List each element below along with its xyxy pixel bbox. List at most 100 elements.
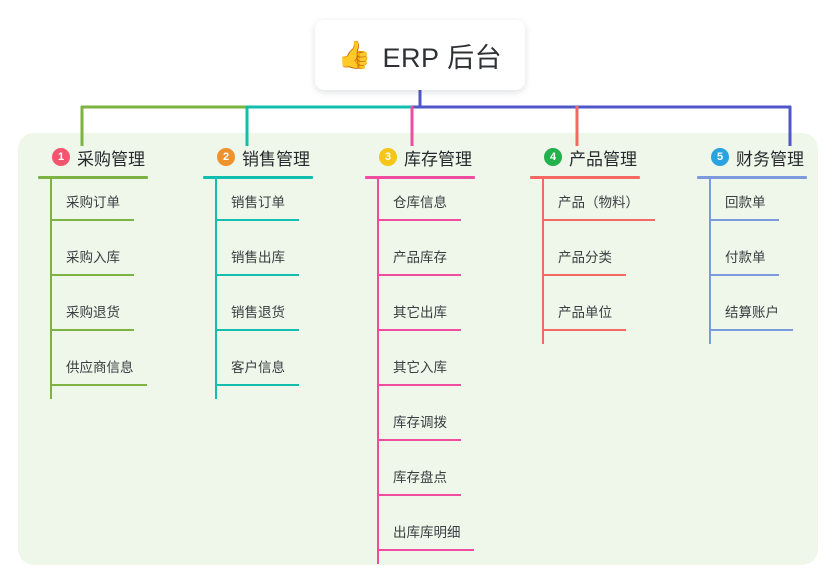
branch-header-4[interactable]: 4 产品管理 — [530, 145, 640, 169]
leaf-underline — [50, 329, 134, 331]
leaf-underline — [215, 384, 299, 386]
leaf-underline — [50, 384, 147, 386]
branch-title: 产品管理 — [569, 149, 637, 169]
branch-spine — [709, 179, 711, 344]
branch-header-3[interactable]: 3 库存管理 — [365, 145, 475, 169]
branch-header-5[interactable]: 5 财务管理 — [697, 145, 807, 169]
leaf-label: 其它出库 — [393, 305, 447, 320]
leaf-underline — [709, 329, 793, 331]
root-node[interactable]: 👍 ERP 后台 — [315, 20, 525, 90]
leaf-label: 客户信息 — [231, 360, 285, 375]
branch-number-badge: 1 — [52, 148, 70, 166]
leaf-node[interactable]: 结算账户 — [697, 289, 807, 344]
branch-panel-background — [18, 133, 818, 565]
thumbs-up-icon: 👍 — [337, 39, 372, 70]
branch-item-list: 销售订单销售出库销售退货客户信息 — [203, 179, 313, 399]
branch-item-list: 回款单付款单结算账户 — [697, 179, 807, 344]
branch-number-badge: 3 — [379, 148, 397, 166]
branch-number-badge: 5 — [711, 148, 729, 166]
leaf-underline — [377, 219, 461, 221]
leaf-label: 产品单位 — [558, 305, 612, 320]
leaf-underline — [709, 219, 779, 221]
branch-underline — [203, 176, 313, 179]
leaf-underline — [215, 274, 299, 276]
leaf-node[interactable]: 销售退货 — [203, 289, 313, 344]
leaf-underline — [709, 274, 779, 276]
leaf-label: 仓库信息 — [393, 195, 447, 210]
branch-title: 财务管理 — [736, 149, 804, 169]
branch-item-list: 采购订单采购入库采购退货供应商信息 — [38, 179, 148, 399]
leaf-node[interactable]: 销售出库 — [203, 234, 313, 289]
leaf-label: 采购入库 — [66, 250, 120, 265]
branch-title: 采购管理 — [77, 149, 145, 169]
leaf-underline — [542, 219, 655, 221]
branch-spine — [377, 179, 379, 564]
branch-underline — [38, 176, 148, 179]
branch-underline — [365, 176, 475, 179]
leaf-node[interactable]: 仓库信息 — [365, 179, 475, 234]
branch-item-list: 产品（物料） 产品分类产品单位 — [530, 179, 655, 344]
leaf-label: 供应商信息 — [66, 360, 134, 375]
leaf-node[interactable]: 产品单位 — [530, 289, 640, 344]
leaf-node[interactable]: 产品（物料） — [530, 179, 655, 234]
leaf-label: 产品库存 — [393, 250, 447, 265]
leaf-label: 采购退货 — [66, 305, 120, 320]
leaf-label: 产品分类 — [558, 250, 612, 265]
leaf-node[interactable]: 付款单 — [697, 234, 807, 289]
branch-header-1[interactable]: 1 采购管理 — [38, 145, 148, 169]
leaf-node[interactable]: 采购订单 — [38, 179, 148, 234]
branch-column-5: 5 财务管理回款单付款单结算账户 — [697, 145, 807, 344]
branch-underline — [697, 176, 807, 179]
branch-spine — [542, 179, 544, 344]
leaf-underline — [542, 329, 626, 331]
leaf-node[interactable]: 回款单 — [697, 179, 807, 234]
leaf-node[interactable]: 客户信息 — [203, 344, 313, 399]
leaf-label: 回款单 — [725, 195, 766, 210]
leaf-label: 销售退货 — [231, 305, 285, 320]
leaf-underline — [215, 329, 299, 331]
leaf-node[interactable]: 其它入库 — [365, 344, 475, 399]
branch-column-3: 3 库存管理仓库信息产品库存其它出库其它入库库存调拨库存盘点出库库明细 — [365, 145, 475, 564]
leaf-underline — [377, 274, 461, 276]
leaf-label: 其它入库 — [393, 360, 447, 375]
branch-number-badge: 4 — [544, 148, 562, 166]
leaf-node[interactable]: 其它出库 — [365, 289, 475, 344]
leaf-label: 采购订单 — [66, 195, 120, 210]
leaf-underline — [542, 274, 626, 276]
branch-underline — [530, 176, 640, 179]
leaf-node[interactable]: 库存盘点 — [365, 454, 475, 509]
leaf-label: 销售出库 — [231, 250, 285, 265]
leaf-underline — [50, 219, 134, 221]
leaf-underline — [215, 219, 299, 221]
branch-column-1: 1 采购管理采购订单采购入库采购退货供应商信息 — [38, 145, 148, 399]
leaf-node[interactable]: 采购入库 — [38, 234, 148, 289]
leaf-underline — [377, 329, 461, 331]
leaf-label: 出库库明细 — [393, 525, 461, 540]
leaf-node[interactable]: 产品分类 — [530, 234, 640, 289]
leaf-underline — [377, 439, 461, 441]
branch-item-list: 仓库信息产品库存其它出库其它入库库存调拨库存盘点出库库明细 — [365, 179, 475, 564]
leaf-label: 库存盘点 — [393, 470, 447, 485]
leaf-node[interactable]: 采购退货 — [38, 289, 148, 344]
leaf-node[interactable]: 供应商信息 — [38, 344, 148, 399]
branch-number-badge: 2 — [217, 148, 235, 166]
leaf-underline — [377, 384, 461, 386]
leaf-label: 产品（物料） — [558, 195, 639, 210]
leaf-node[interactable]: 产品库存 — [365, 234, 475, 289]
leaf-node[interactable]: 销售订单 — [203, 179, 313, 234]
branch-title: 库存管理 — [404, 149, 472, 169]
leaf-underline — [377, 494, 461, 496]
leaf-node[interactable]: 出库库明细 — [365, 509, 475, 564]
branch-spine — [50, 179, 52, 399]
leaf-label: 付款单 — [725, 250, 766, 265]
leaf-label: 库存调拨 — [393, 415, 447, 430]
root-title: ERP 后台 — [382, 42, 503, 73]
branch-column-4: 4 产品管理产品（物料） 产品分类产品单位 — [530, 145, 655, 344]
leaf-underline — [50, 274, 134, 276]
leaf-label: 结算账户 — [725, 305, 779, 320]
leaf-node[interactable]: 库存调拨 — [365, 399, 475, 454]
leaf-label: 销售订单 — [231, 195, 285, 210]
